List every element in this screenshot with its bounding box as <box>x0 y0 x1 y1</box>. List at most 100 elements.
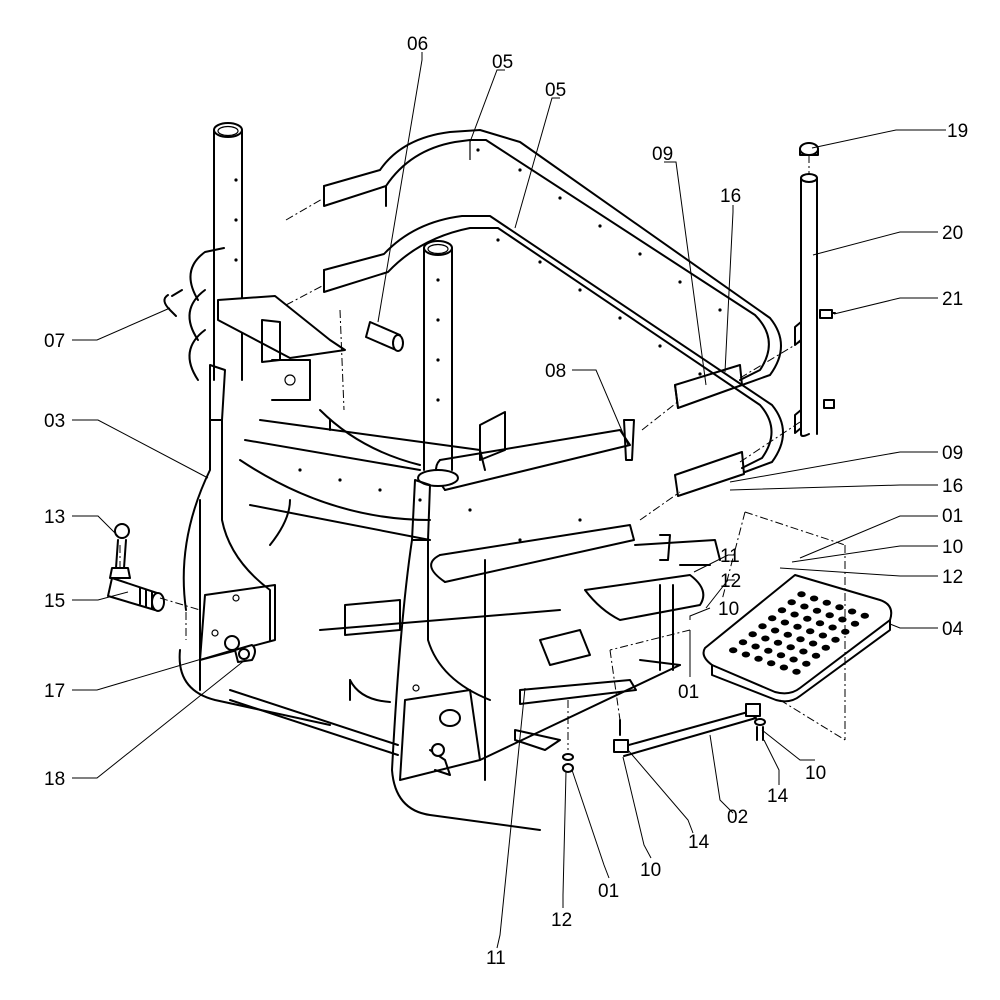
plate-hole <box>803 615 812 622</box>
callout-01-mid: 01 <box>678 682 699 703</box>
middle-rail-frame <box>323 215 784 497</box>
upper-rail-frame <box>323 129 782 409</box>
mounting-hole <box>538 260 542 264</box>
plate-hole <box>767 660 776 667</box>
plate-hole <box>797 591 806 598</box>
plate-hole <box>777 607 787 614</box>
plate-hole <box>773 639 783 646</box>
step-plate-holes <box>729 591 869 675</box>
plate-hole <box>800 603 809 610</box>
small-parts <box>365 321 711 566</box>
mounting-hole <box>378 488 382 492</box>
callout-12-mid: 12 <box>720 571 741 592</box>
mounting-hole <box>598 224 602 228</box>
callout-11-upper: 11 <box>720 546 740 567</box>
callout-01-bottom: 01 <box>598 881 619 902</box>
plate-hole <box>821 644 830 651</box>
step-plate <box>702 574 893 703</box>
mounting-hole <box>558 196 562 200</box>
mounting-hole <box>468 508 472 512</box>
plate-hole <box>754 655 763 662</box>
right-post-assembly <box>794 142 836 437</box>
callout-16-lower: 16 <box>942 476 963 497</box>
plate-hole <box>738 639 748 646</box>
plate-hole <box>806 628 815 635</box>
callout-12-bottom: 12 <box>551 910 572 931</box>
mounting-hole <box>578 288 582 292</box>
plate-hole <box>764 647 773 654</box>
rail-mounting-holes <box>234 148 722 542</box>
plate-hole <box>729 647 738 654</box>
mounting-hole <box>436 358 440 362</box>
base-chassis <box>229 559 681 781</box>
plate-hole <box>780 619 790 626</box>
callout-09-lower: 09 <box>942 443 963 464</box>
plate-hole <box>822 599 831 606</box>
plate-hole <box>835 604 844 611</box>
plate-hole <box>741 651 751 658</box>
plate-hole <box>802 660 811 667</box>
mounting-hole <box>476 148 480 152</box>
plate-hole <box>779 664 789 671</box>
plate-hole <box>748 631 757 638</box>
plate-hole <box>786 644 795 651</box>
callout-03: 03 <box>44 411 65 432</box>
mounting-hole <box>718 308 722 312</box>
plate-hole <box>847 608 857 615</box>
plate-hole <box>758 623 767 630</box>
callout-labels: 06 05 05 09 16 19 20 21 07 08 03 09 16 0… <box>44 34 968 969</box>
mounting-hole <box>436 398 440 402</box>
plate-hole <box>783 631 792 638</box>
plate-hole <box>761 635 770 642</box>
left-post-assembly <box>163 122 346 726</box>
lock-pin-assembly <box>107 523 256 663</box>
mounting-hole <box>234 218 238 222</box>
callout-12-right: 12 <box>942 567 963 588</box>
callout-20: 20 <box>942 223 963 244</box>
callout-18: 18 <box>44 769 65 790</box>
callout-10-mid: 10 <box>718 599 739 620</box>
callout-19: 19 <box>947 121 968 142</box>
callout-10-bottom: 10 <box>640 860 661 881</box>
callout-04: 04 <box>942 619 964 640</box>
step-bracket <box>562 703 766 773</box>
callout-11-bottom: 11 <box>486 948 506 969</box>
plate-hole <box>812 607 822 614</box>
plate-hole <box>789 656 798 663</box>
mounting-hole <box>496 238 500 242</box>
plate-hole <box>751 643 760 650</box>
callout-06: 06 <box>407 34 428 55</box>
mounting-hole <box>638 252 642 256</box>
plate-hole <box>850 620 860 627</box>
mounting-hole <box>678 280 682 284</box>
plate-hole <box>811 652 821 659</box>
lower-basket-rails <box>239 409 721 621</box>
plate-hole <box>799 648 808 655</box>
callout-10-right: 10 <box>942 537 963 558</box>
mounting-hole <box>234 258 238 262</box>
mounting-hole <box>436 278 440 282</box>
plate-hole <box>768 615 777 622</box>
mounting-hole <box>338 478 342 482</box>
callout-08: 08 <box>545 361 566 382</box>
plate-hole <box>828 624 837 631</box>
mounting-hole <box>418 498 422 502</box>
plate-hole <box>790 611 799 618</box>
mounting-hole <box>578 518 582 522</box>
callout-07: 07 <box>44 331 65 352</box>
callout-16-upper: 16 <box>720 186 741 207</box>
mounting-hole <box>698 372 702 376</box>
plate-hole <box>787 599 796 606</box>
assembly-lines <box>119 155 846 750</box>
plate-hole <box>792 668 801 675</box>
callout-21: 21 <box>942 289 963 310</box>
plate-hole <box>831 636 840 643</box>
mounting-hole <box>518 538 522 542</box>
callout-17: 17 <box>44 681 65 702</box>
callout-01-right: 01 <box>942 506 963 527</box>
callout-09-upper: 09 <box>652 144 673 165</box>
callout-05-upper: 05 <box>492 52 513 73</box>
callout-13: 13 <box>44 507 65 528</box>
mounting-hole <box>436 318 440 322</box>
